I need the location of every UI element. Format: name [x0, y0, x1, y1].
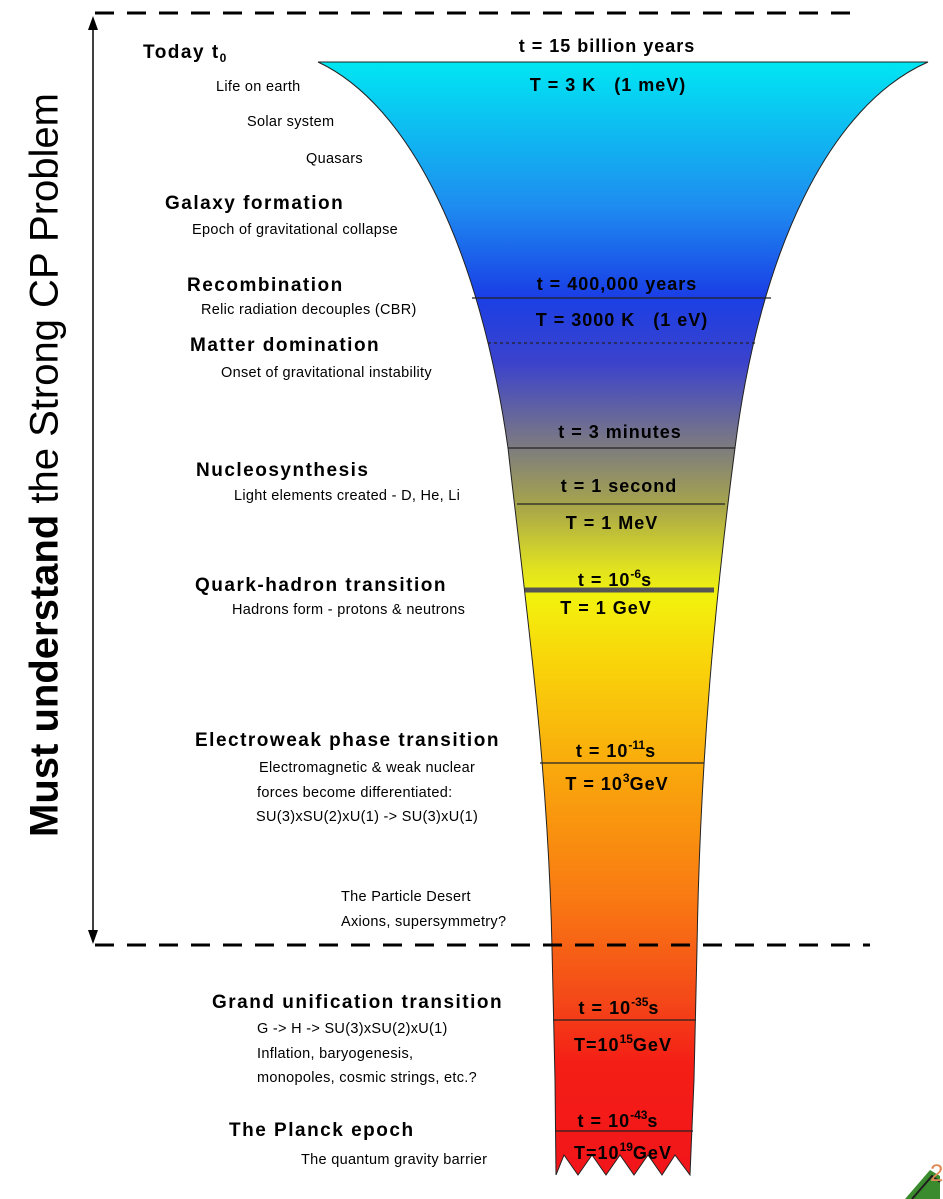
funnel-label-exponent: 19 — [619, 1140, 633, 1154]
epoch-recombination-desc: Relic radiation decouples (CBR) — [201, 302, 417, 318]
funnel-label-text: t = 10 — [577, 1111, 631, 1131]
funnel-label-exponent: 15 — [619, 1032, 633, 1046]
funnel-label-exponent: -35 — [631, 995, 649, 1009]
epoch-today-desc-3: Quasars — [306, 151, 363, 167]
funnel-label-text: T = 1 MeV — [565, 513, 659, 533]
funnel-label-time-electroweak: t = 10-11s — [576, 738, 656, 762]
funnel-label-time-planck: t = 10-43s — [578, 1108, 659, 1132]
epoch-gut-title: Grand unification transition — [212, 992, 504, 1013]
funnel-body — [317, 61, 929, 1177]
funnel-label-time-gut: t = 10-35s — [579, 995, 660, 1019]
epoch-gut-desc-2: Inflation, baryogenesis, — [257, 1046, 414, 1062]
epoch-today-desc-1: Life on earth — [216, 79, 301, 95]
funnel-label-time-today: t = 15 billion years — [519, 36, 696, 57]
funnel-label-exponent: 3 — [622, 771, 630, 785]
funnel-label-temp-recombination: T = 3000 K (1 eV) — [536, 310, 709, 331]
funnel-label-time-1s: t = 1 second — [561, 476, 678, 497]
epoch-nucleosynthesis-title: Nucleosynthesis — [196, 460, 370, 481]
funnel-label-text: t = 3 minutes — [558, 422, 682, 442]
epoch-recombination-title: Recombination — [187, 275, 344, 296]
funnel-label-time-recombination: t = 400,000 years — [537, 274, 698, 295]
funnel-label-exponent: -43 — [630, 1108, 648, 1122]
funnel-label-temp-today: T = 3 K (1 meV) — [530, 75, 687, 96]
epoch-today-title-text: Today t — [143, 42, 220, 63]
vertical-title-rest: the Strong CP Problem — [22, 93, 67, 515]
epoch-matter-desc: Onset of gravitational instability — [221, 365, 432, 381]
epoch-gut-desc-1: G -> H -> SU(3)xSU(2)xU(1) — [257, 1021, 448, 1037]
corner-pencil-graphic — [905, 1170, 941, 1199]
epoch-planck-title: The Planck epoch — [229, 1120, 415, 1141]
time-axis-arrow — [88, 16, 98, 944]
funnel-label-unit: GeV — [632, 1143, 672, 1163]
funnel-label-unit: GeV — [629, 774, 669, 794]
funnel-label-temp-1mev: T = 1 MeV — [566, 513, 659, 534]
funnel-label-text: t = 15 billion years — [518, 36, 696, 56]
funnel-label-temp-1gev: T = 1 GeV — [560, 598, 652, 619]
vertical-title: Must understand the Strong CP Problem — [23, 93, 68, 837]
funnel-label-unit: s — [645, 741, 657, 761]
funnel-label-unit: s — [641, 570, 653, 590]
funnel-label-unit: GeV — [632, 1035, 672, 1055]
funnel-label-temp-electroweak: T = 103GeV — [565, 771, 668, 795]
epoch-electroweak-desc-2: forces become differentiated: — [257, 785, 453, 801]
funnel-label-time-quark: t = 10-6s — [578, 567, 652, 591]
funnel-label-text: T = 1 GeV — [560, 598, 652, 618]
epoch-today-desc-2: Solar system — [247, 114, 335, 130]
page-number: 2 — [930, 1160, 943, 1187]
epoch-electroweak-title: Electroweak phase transition — [195, 730, 500, 751]
funnel-label-temp-gut: T=1015GeV — [574, 1032, 672, 1056]
epoch-today-title: Today t0 — [143, 42, 228, 65]
funnel-label-text: T = 10 — [565, 774, 623, 794]
vertical-title-bold: Must understand — [22, 514, 67, 837]
funnel-label-exponent: -11 — [628, 738, 646, 752]
particle-desert-desc-2: Axions, supersymmetry? — [341, 914, 507, 930]
epoch-quark-hadron-title: Quark-hadron transition — [195, 575, 447, 596]
funnel-label-text: t = 10 — [578, 998, 632, 1018]
epoch-galaxy-title: Galaxy formation — [165, 193, 345, 214]
funnel-boundaries — [472, 297, 771, 1132]
epoch-electroweak-desc-3: SU(3)xSU(2)xU(1) -> SU(3)xU(1) — [256, 809, 479, 825]
epoch-today-subscript: 0 — [219, 51, 228, 65]
funnel-label-text: T=10 — [574, 1143, 620, 1163]
epoch-electroweak-desc-1: Electromagnetic & weak nuclear — [259, 760, 476, 776]
epoch-nucleosynthesis-desc: Light elements created - D, He, Li — [234, 488, 461, 504]
epoch-planck-desc: The quantum gravity barrier — [301, 1152, 488, 1168]
epoch-quark-hadron-desc: Hadrons form - protons & neutrons — [232, 602, 466, 618]
funnel-label-text: t = 400,000 years — [536, 274, 698, 294]
funnel-label-text: T = 3 K (1 meV) — [529, 75, 687, 95]
epoch-galaxy-desc: Epoch of gravitational collapse — [192, 222, 398, 238]
funnel-label-text: t = 10 — [577, 570, 631, 590]
funnel-label-text: t = 1 second — [560, 476, 678, 496]
funnel-label-temp-planck: T=1019GeV — [574, 1140, 672, 1164]
particle-desert-desc-1: The Particle Desert — [341, 889, 471, 905]
funnel-label-time-3min: t = 3 minutes — [558, 422, 682, 443]
epoch-matter-title: Matter domination — [190, 335, 381, 356]
funnel-label-text: T = 3000 K (1 eV) — [535, 310, 709, 330]
funnel-label-text: T=10 — [574, 1035, 620, 1055]
funnel-label-text: t = 10 — [575, 741, 629, 761]
funnel-label-exponent: -6 — [630, 567, 642, 581]
funnel-label-unit: s — [647, 1111, 659, 1131]
funnel-label-unit: s — [648, 998, 660, 1018]
epoch-gut-desc-3: monopoles, cosmic strings, etc.? — [257, 1070, 477, 1086]
